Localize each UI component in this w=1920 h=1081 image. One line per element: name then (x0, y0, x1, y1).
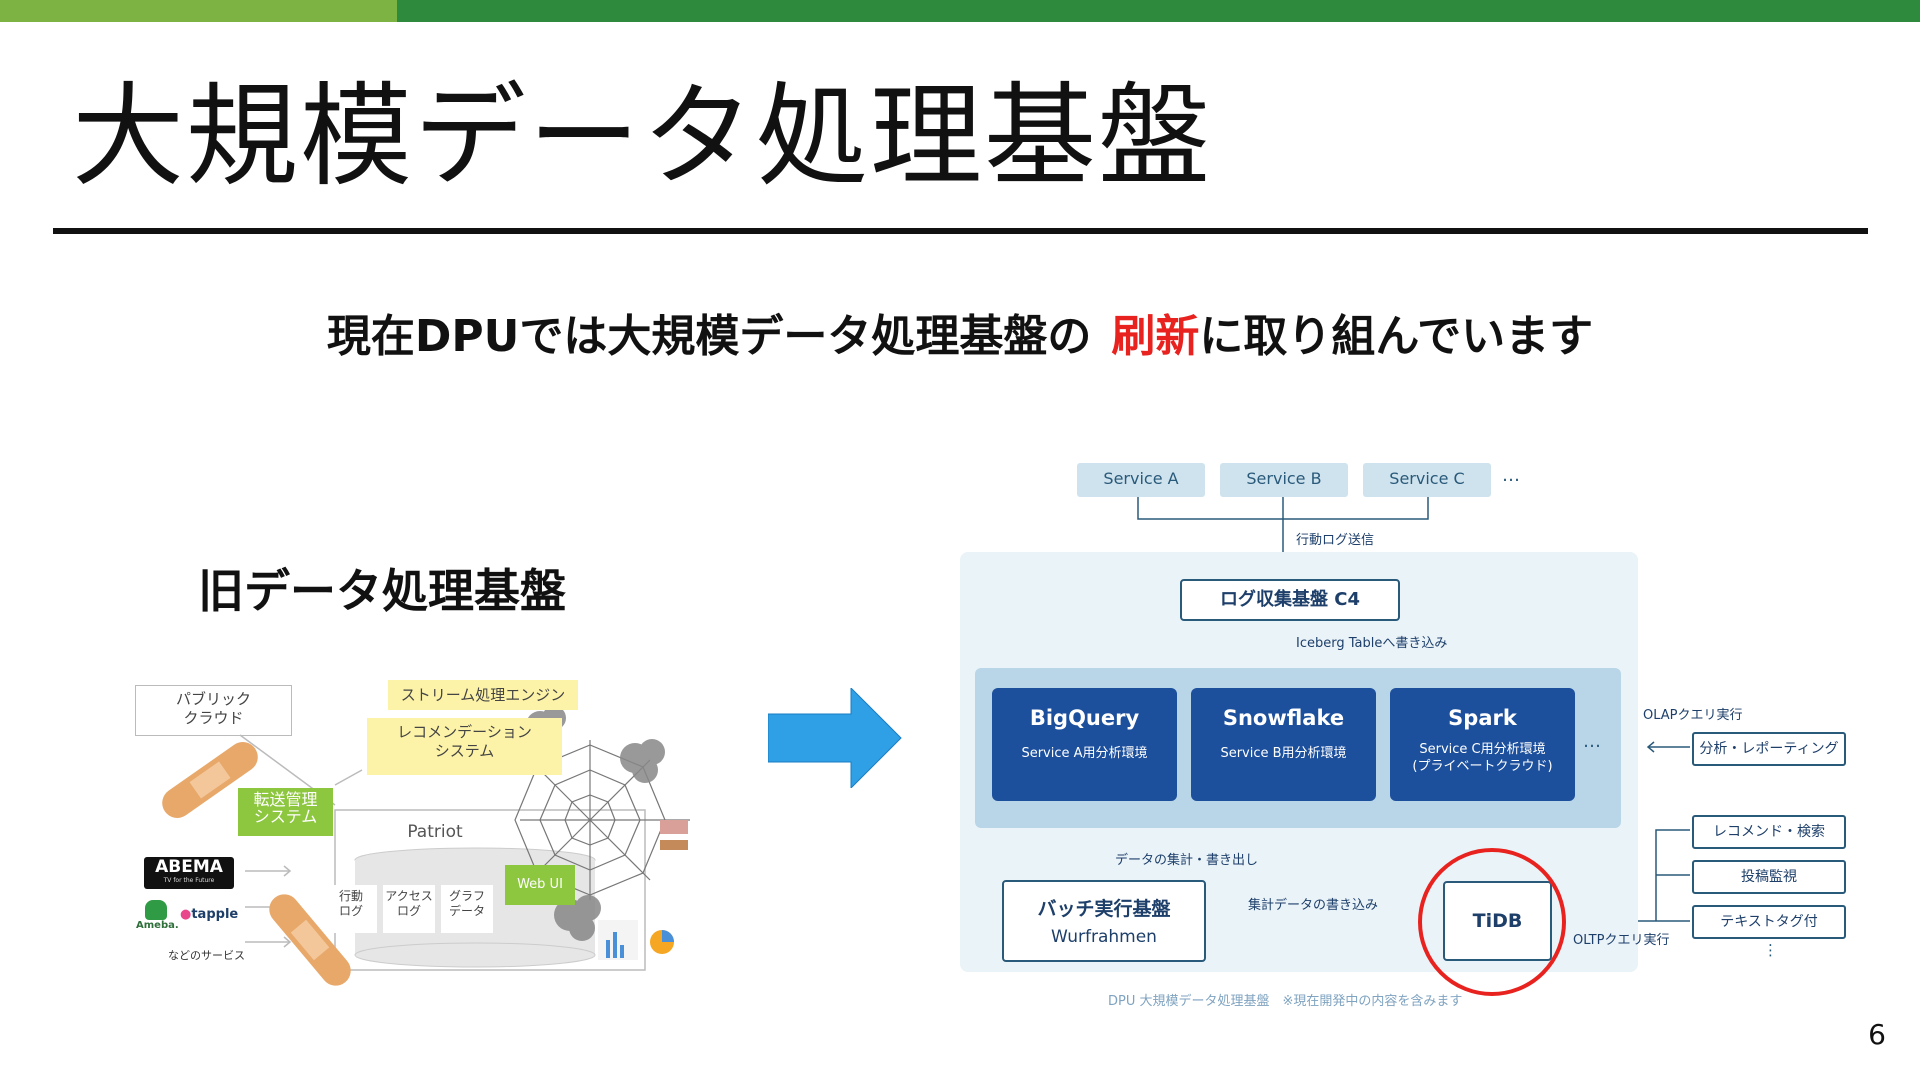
action-log-label: 行動ログ送信 (1296, 533, 1375, 548)
snowflake-box: Snowflake Service B用分析環境 (1191, 688, 1376, 801)
write-label: 集計データの書き込み (1248, 898, 1379, 913)
bandage-icons (162, 742, 351, 986)
recommend-search-box: レコメンド・検索 (1692, 815, 1846, 849)
top-accent-bar-light (0, 0, 397, 22)
subtitle-text-after: に取り組んでいます (1199, 311, 1594, 362)
aggregate-label: データの集計・書き出し (1115, 853, 1259, 868)
analytics-reporting-box: 分析・レポーティング (1692, 732, 1846, 766)
slide-title: 大規模データ処理基盤 (72, 72, 1212, 202)
spark-name: Spark (1448, 706, 1517, 730)
abema-logo: ABEMA TV for the Future (144, 857, 234, 889)
slide-subtitle: 現在DPUでは大規模データ処理基盤の刷新に取り組んでいます (0, 300, 1920, 364)
top-accent-bar-dark (397, 0, 1920, 22)
transfer-system-box: 転送管理 システム (238, 788, 333, 836)
tapple-logo: ●tapple (180, 907, 239, 922)
engines-ellipsis: … (1583, 731, 1601, 752)
title-underline (53, 228, 1868, 234)
diagram-footer: DPU 大規模データ処理基盤 ※現在開発中の内容を含みます (1108, 994, 1463, 1009)
old-system-heading: 旧データ処理基盤 (198, 564, 566, 618)
clients-vdots: ⋮ (1763, 941, 1778, 959)
web-ui-box: Web UI (505, 865, 575, 905)
access-log-item: アクセス ログ (383, 885, 435, 933)
services-ellipsis: … (1502, 465, 1520, 486)
public-cloud-box: パブリック クラウド (135, 685, 292, 736)
spark-desc: Service C用分析環境 (プライベートクラウド) (1412, 742, 1553, 774)
tidb-highlight-circle (1418, 848, 1566, 996)
graph-data-item: グラフ データ (441, 885, 493, 933)
recommend-system-box: レコメンデーション システム (367, 718, 562, 775)
oltp-label: OLTPクエリ実行 (1573, 933, 1670, 948)
post-monitoring-box: 投稿監視 (1692, 860, 1846, 894)
snowflake-name: Snowflake (1222, 706, 1345, 730)
services-caption: などのサービス (168, 949, 245, 962)
batch-name: Wurfrahmen (1051, 927, 1157, 947)
snowflake-desc: Service B用分析環境 (1220, 746, 1347, 761)
ameba-logo: Ameba. (136, 900, 179, 931)
page-number: 6 (1868, 1018, 1886, 1051)
iceberg-label: Iceberg Tableへ書き込み (1296, 636, 1448, 651)
batch-title: バッチ実行基盤 (1037, 898, 1171, 920)
subtitle-text-before: 現在DPUでは大規模データ処理基盤の (326, 311, 1092, 362)
new-system-diagram: Service A Service B Service C … 行動ログ送信 ロ… (960, 455, 1860, 1015)
service-b-box: Service B (1220, 463, 1348, 497)
batch-platform-box: バッチ実行基盤 Wurfrahmen (1002, 880, 1206, 962)
bigquery-name: BigQuery (1029, 706, 1140, 730)
service-a-box: Service A (1077, 463, 1205, 497)
action-log-item: 行動 ログ (325, 885, 377, 933)
bigquery-box: BigQuery Service A用分析環境 (992, 688, 1177, 801)
transition-arrow (768, 688, 902, 788)
dashboard-thumbnails (598, 820, 688, 960)
spark-box: Spark Service C用分析環境 (プライベートクラウド) (1390, 688, 1575, 801)
bigquery-desc: Service A用分析環境 (1021, 746, 1148, 761)
subtitle-highlight: 刷新 (1111, 311, 1200, 362)
text-tagging-box: テキストタグ付 (1692, 905, 1846, 939)
service-c-box: Service C (1363, 463, 1491, 497)
olap-label: OLAPクエリ実行 (1643, 708, 1743, 723)
patriot-label: Patriot (407, 822, 463, 842)
old-system-illustration: パブリック クラウド ストリーム処理エンジン レコメンデーション システム 転送… (130, 670, 690, 1000)
log-collector-box: ログ収集基盤 C4 (1180, 579, 1400, 621)
stream-engine-box: ストリーム処理エンジン (388, 680, 578, 710)
